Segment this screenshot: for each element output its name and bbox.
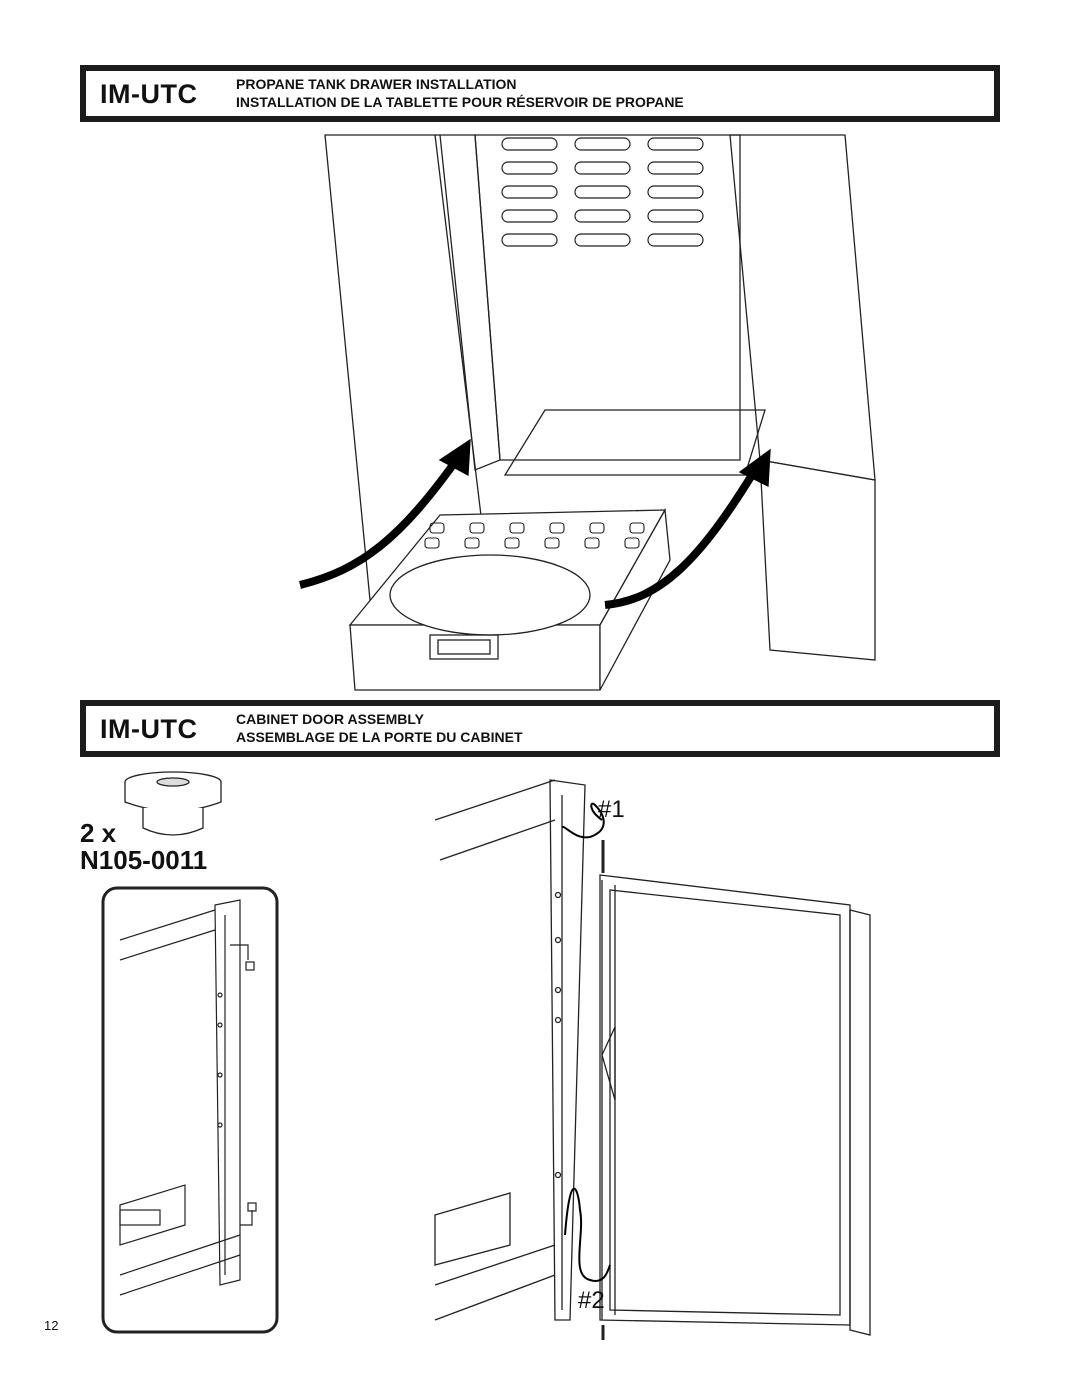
section-title-fr: INSTALLATION DE LA TABLETTE POUR RÉSERVO…: [236, 94, 684, 110]
left-post: [439, 134, 501, 471]
insert-arrow-right: [604, 467, 759, 609]
cabinet-door: [599, 874, 851, 1326]
propane-drawer-illustration: [299, 134, 876, 691]
section-title-en: CABINET DOOR ASSEMBLY: [236, 711, 424, 727]
tank-opening: [389, 554, 591, 636]
section-header-drawer: IM-UTC PROPANE TANK DRAWER INSTALLATION …: [80, 65, 1000, 122]
cabinet-door-illustration: [434, 779, 871, 1340]
section-title: CABINET DOOR ASSEMBLY ASSEMBLAGE DE LA P…: [236, 710, 523, 746]
step-1-label: #1: [598, 796, 625, 823]
page-number: 12: [44, 1318, 59, 1333]
hardware-quantity: 2 x: [80, 818, 117, 848]
hinge-link-bottom: [564, 1187, 611, 1282]
back-panel: [474, 134, 741, 461]
section-title-en: PROPANE TANK DRAWER INSTALLATION: [236, 76, 517, 92]
vent-slots: [501, 137, 704, 247]
drawer-handle: [429, 634, 499, 660]
section-title-fr: ASSEMBLAGE DE LA PORTE DU CABINET: [236, 729, 523, 745]
cabinet-door-panel: [609, 889, 841, 1316]
drawer-tray-back: [503, 409, 766, 476]
model-label: IM-UTC: [100, 79, 198, 109]
step-2-label: #2: [578, 1287, 605, 1314]
section-title: PROPANE TANK DRAWER INSTALLATION INSTALL…: [236, 75, 684, 111]
section-header-door: IM-UTC CABINET DOOR ASSEMBLY ASSEMBLAGE …: [80, 700, 1000, 757]
model-label: IM-UTC: [100, 714, 198, 744]
hinge-detail-inset: [101, 886, 279, 1334]
right-side-panel: [729, 134, 876, 481]
cabinet-side-frame: [549, 779, 586, 1321]
right-base: [759, 459, 876, 661]
door-handle: [601, 1026, 616, 1101]
hardware-part-number: N105-0011: [80, 845, 208, 875]
insert-arrow-left: [299, 452, 464, 589]
hinge-bushing-illustration: [124, 771, 222, 836]
hinge-link-top: [561, 802, 605, 839]
